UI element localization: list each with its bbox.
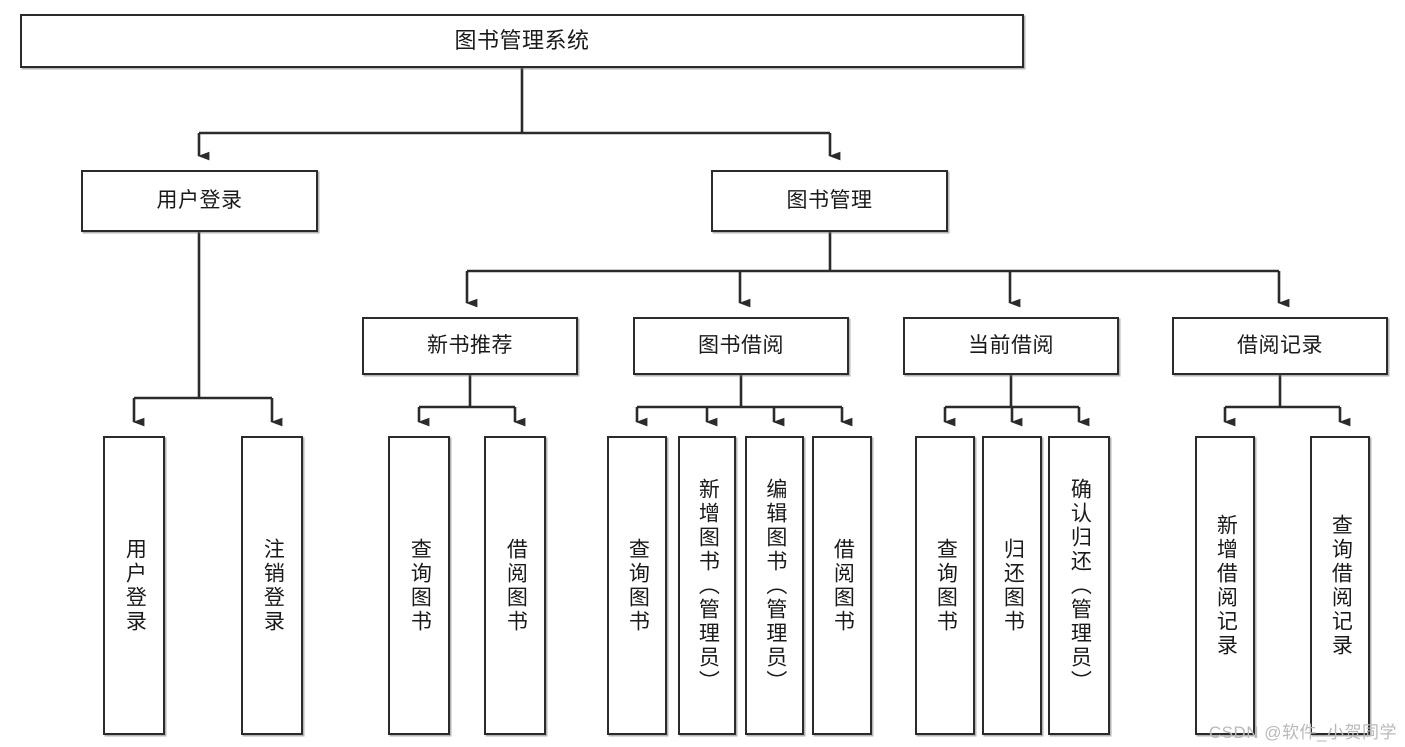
node-leaf-add-book-admin-label: 新增图书（管理员） bbox=[696, 477, 720, 694]
node-borrow-record[interactable]: 借阅记录 bbox=[1172, 317, 1388, 375]
node-current-borrow[interactable]: 当前借阅 bbox=[903, 317, 1119, 375]
node-root[interactable]: 图书管理系统 bbox=[20, 14, 1024, 68]
node-leaf-borrow-book-label: 借阅图书 bbox=[831, 537, 855, 634]
node-leaf-confirm-return-admin-label: 确认归还（管理员） bbox=[1068, 477, 1092, 694]
node-book-borrow-label: 图书借阅 bbox=[698, 334, 784, 358]
node-leaf-logout-login-label: 注销登录 bbox=[261, 537, 285, 634]
node-root-label: 图书管理系统 bbox=[454, 27, 590, 53]
node-leaf-confirm-return-admin[interactable]: 确认归还（管理员） bbox=[1048, 436, 1110, 735]
node-leaf-logout-login[interactable]: 注销登录 bbox=[241, 436, 303, 735]
node-leaf-add-borrow-record-label: 新增借阅记录 bbox=[1214, 513, 1238, 658]
node-leaf-borrow-book-rec-label: 借阅图书 bbox=[504, 537, 528, 634]
node-new-book-recommend-label: 新书推荐 bbox=[427, 334, 513, 358]
node-leaf-query-book-rec-label: 查询图书 bbox=[408, 537, 432, 634]
node-leaf-query-book-current-label: 查询图书 bbox=[934, 537, 958, 634]
node-leaf-edit-book-admin[interactable]: 编辑图书（管理员） bbox=[745, 436, 804, 735]
node-leaf-borrow-book[interactable]: 借阅图书 bbox=[812, 436, 872, 735]
node-leaf-edit-book-admin-label: 编辑图书（管理员） bbox=[763, 477, 787, 694]
node-user-login[interactable]: 用户登录 bbox=[81, 170, 318, 232]
node-leaf-return-book-label: 归还图书 bbox=[1001, 537, 1025, 634]
node-book-manage-label: 图书管理 bbox=[786, 189, 873, 213]
node-leaf-borrow-book-rec[interactable]: 借阅图书 bbox=[484, 436, 546, 735]
node-leaf-query-book-borrow-label: 查询图书 bbox=[626, 537, 650, 634]
node-user-login-label: 用户登录 bbox=[156, 189, 243, 213]
node-borrow-record-label: 借阅记录 bbox=[1237, 334, 1323, 358]
node-new-book-recommend[interactable]: 新书推荐 bbox=[362, 317, 578, 375]
node-leaf-query-book-rec[interactable]: 查询图书 bbox=[388, 436, 450, 735]
node-leaf-return-book[interactable]: 归还图书 bbox=[982, 436, 1042, 735]
node-leaf-user-login-label: 用户登录 bbox=[123, 537, 147, 634]
node-leaf-add-book-admin[interactable]: 新增图书（管理员） bbox=[678, 436, 736, 735]
node-book-manage[interactable]: 图书管理 bbox=[711, 170, 948, 232]
node-leaf-query-book-current[interactable]: 查询图书 bbox=[915, 436, 975, 735]
node-leaf-user-login[interactable]: 用户登录 bbox=[103, 436, 165, 735]
csdn-watermark: CSDN @软件_小贺同学 bbox=[1208, 723, 1397, 742]
node-leaf-query-book-borrow[interactable]: 查询图书 bbox=[607, 436, 667, 735]
node-leaf-query-borrow-record[interactable]: 查询借阅记录 bbox=[1310, 436, 1370, 735]
node-book-borrow[interactable]: 图书借阅 bbox=[633, 317, 849, 375]
node-leaf-add-borrow-record[interactable]: 新增借阅记录 bbox=[1195, 436, 1255, 735]
node-leaf-query-borrow-record-label: 查询借阅记录 bbox=[1329, 513, 1353, 658]
node-current-borrow-label: 当前借阅 bbox=[968, 334, 1054, 358]
